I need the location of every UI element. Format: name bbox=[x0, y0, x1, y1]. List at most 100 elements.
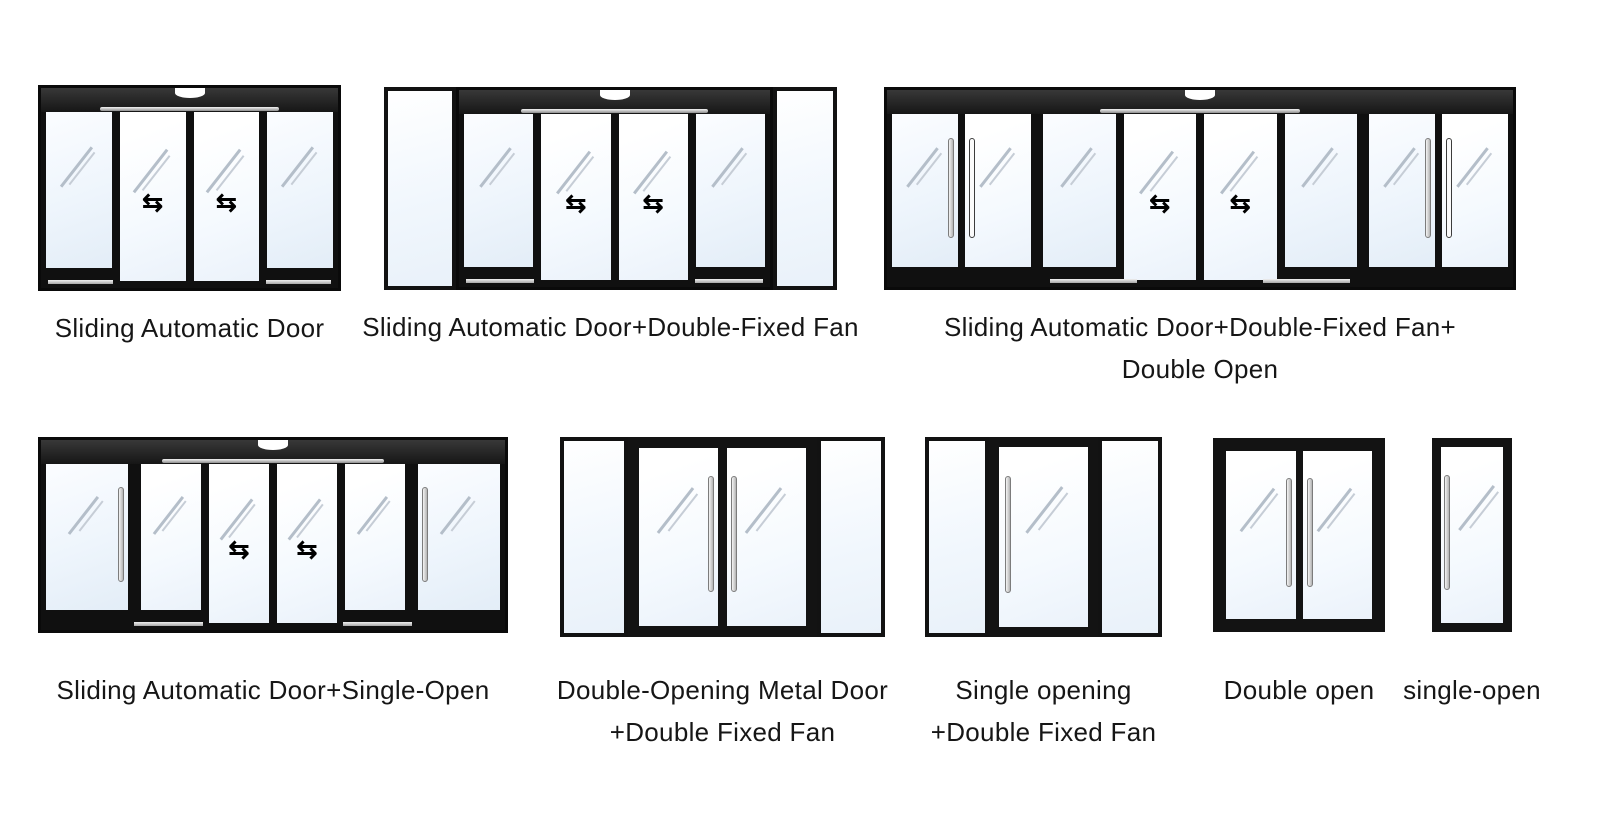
glass-glare bbox=[1069, 143, 1089, 192]
door-label: Single opening +Double Fixed Fan bbox=[930, 675, 1157, 748]
door-art-single-opening-fan bbox=[925, 437, 1162, 637]
glass-glare bbox=[70, 142, 88, 192]
door-sill bbox=[41, 610, 505, 630]
door-handle-icon bbox=[1285, 477, 1292, 588]
sliding-glass-panel: ⇆ bbox=[1123, 114, 1196, 280]
slide-arrows-icon: ⇆ bbox=[565, 189, 587, 218]
door-body: ⇆ ⇆ bbox=[41, 464, 505, 623]
track-rail bbox=[161, 459, 385, 463]
hinged-glass-door bbox=[965, 114, 1031, 267]
glass-glare bbox=[755, 482, 777, 539]
glass-glare bbox=[163, 492, 180, 539]
track-rail bbox=[521, 109, 708, 113]
door-figure-single-opening-fan: Single opening +Double Fixed Fan bbox=[925, 437, 1162, 747]
door-label: Sliding Automatic Door bbox=[54, 313, 325, 343]
door-handle-icon bbox=[1005, 475, 1011, 593]
sill-strip bbox=[133, 622, 204, 626]
hinged-glass-door bbox=[1226, 451, 1296, 619]
door-art-double-opening-metal-fan bbox=[560, 437, 885, 637]
fixed-fan-panel bbox=[1098, 437, 1162, 637]
door-art-sliding-double-fixed-fan: ⇆ ⇆ bbox=[384, 87, 837, 290]
fixed-fan-panel bbox=[925, 437, 989, 637]
door-label: Sliding Automatic Door+Single-Open bbox=[56, 675, 490, 705]
glass-glare bbox=[76, 492, 99, 539]
slide-arrows-icon: ⇆ bbox=[642, 189, 664, 218]
motion-sensor-icon bbox=[258, 440, 288, 450]
door-label: Double open bbox=[1223, 675, 1375, 705]
glass-glare bbox=[1311, 143, 1331, 192]
sill-strip bbox=[342, 622, 413, 626]
single-open-glass-door bbox=[418, 464, 500, 610]
sill-strip bbox=[48, 280, 114, 284]
door-figure-sliding-automatic: ⇆ ⇆ Sliding Automatic Door bbox=[38, 85, 341, 343]
fixed-fan-panel bbox=[817, 437, 885, 637]
fixed-fan-panel bbox=[560, 437, 628, 637]
hinged-glass-door bbox=[727, 448, 806, 626]
fixed-glass-panel bbox=[464, 114, 534, 267]
slide-arrows-icon: ⇆ bbox=[228, 535, 250, 564]
door-body: ⇆ ⇆ bbox=[887, 114, 1513, 280]
motion-sensor-icon bbox=[599, 90, 630, 100]
sill-strip bbox=[694, 279, 763, 283]
door-header-track bbox=[41, 88, 338, 112]
glass-glare bbox=[1036, 481, 1061, 539]
sill-strip bbox=[265, 280, 331, 284]
door-figure-sliding-fan-double-open: ⇆ ⇆ Sliding Automatic Door+Double-Fixed … bbox=[884, 87, 1516, 384]
glass-glare bbox=[1251, 483, 1270, 537]
door-figure-sliding-single-open: ⇆ ⇆ Sliding Automatic Door+Single-Open bbox=[38, 437, 508, 705]
slide-arrows-icon: ⇆ bbox=[1229, 189, 1251, 218]
sliding-door-section: ⇆ ⇆ bbox=[1043, 114, 1357, 280]
sliding-glass-panel: ⇆ bbox=[209, 464, 269, 623]
sill-strip bbox=[466, 279, 535, 283]
door-label: Double-Opening Metal Door +Double Fixed … bbox=[556, 675, 889, 748]
door-body: ⇆ ⇆ bbox=[459, 114, 770, 280]
track-rail bbox=[100, 107, 279, 111]
door-body: ⇆ ⇆ bbox=[41, 112, 338, 281]
glass-glare bbox=[1466, 143, 1484, 192]
slide-arrows-icon: ⇆ bbox=[296, 535, 318, 564]
fixed-glass-panel bbox=[46, 112, 112, 268]
door-sill bbox=[887, 267, 1513, 287]
sill-strip bbox=[1262, 279, 1351, 283]
hinged-glass-door bbox=[1442, 114, 1508, 267]
glass-glare bbox=[989, 143, 1007, 192]
door-handle-icon bbox=[948, 138, 954, 238]
track-rail bbox=[1099, 109, 1301, 113]
door-figure-single-open: single-open bbox=[1403, 438, 1541, 705]
slide-arrows-icon: ⇆ bbox=[1149, 189, 1171, 218]
double-door-section bbox=[628, 437, 817, 637]
sliding-glass-panel: ⇆ bbox=[277, 464, 337, 623]
door-figure-double-opening-metal-fan: Double-Opening Metal Door +Double Fixed … bbox=[557, 437, 888, 747]
glass-glare bbox=[489, 143, 508, 192]
door-art-sliding-fan-double-open: ⇆ ⇆ bbox=[884, 87, 1516, 290]
glass-glare bbox=[1393, 143, 1411, 192]
glass-glare bbox=[1328, 483, 1347, 537]
motion-sensor-icon bbox=[174, 88, 205, 98]
glass-glare bbox=[448, 492, 471, 539]
door-figure-sliding-double-fixed-fan: ⇆ ⇆ Sliding Automatic Door+Double-Fixed … bbox=[362, 87, 858, 342]
door-sill bbox=[459, 267, 770, 287]
sliding-glass-panel: ⇆ bbox=[119, 112, 186, 281]
door-handle-icon bbox=[1425, 138, 1431, 238]
single-open-glass-door bbox=[46, 464, 128, 610]
glass-glare bbox=[721, 143, 740, 192]
door-art-sliding-single-open: ⇆ ⇆ bbox=[38, 437, 508, 633]
door-handle-icon bbox=[1444, 475, 1450, 590]
sill-strip bbox=[1049, 279, 1138, 283]
door-handle-icon bbox=[969, 138, 975, 238]
glass-glare bbox=[667, 482, 689, 539]
door-art-double-open bbox=[1213, 438, 1385, 632]
door-handle-icon bbox=[422, 487, 428, 583]
double-open-door-pair bbox=[1369, 114, 1508, 267]
fixed-glass-panel bbox=[141, 464, 201, 610]
sliding-glass-panel: ⇆ bbox=[1204, 114, 1277, 280]
door-header-track bbox=[41, 440, 505, 464]
glass-glare bbox=[1469, 480, 1491, 536]
door-handle-icon bbox=[708, 476, 714, 593]
door-label: Sliding Automatic Door+Double-Fixed Fan bbox=[362, 312, 859, 342]
fixed-glass-panel bbox=[695, 114, 765, 267]
fixed-fan-panel bbox=[384, 87, 456, 290]
fixed-fan-panel bbox=[773, 87, 837, 290]
double-open-door-pair bbox=[892, 114, 1031, 267]
